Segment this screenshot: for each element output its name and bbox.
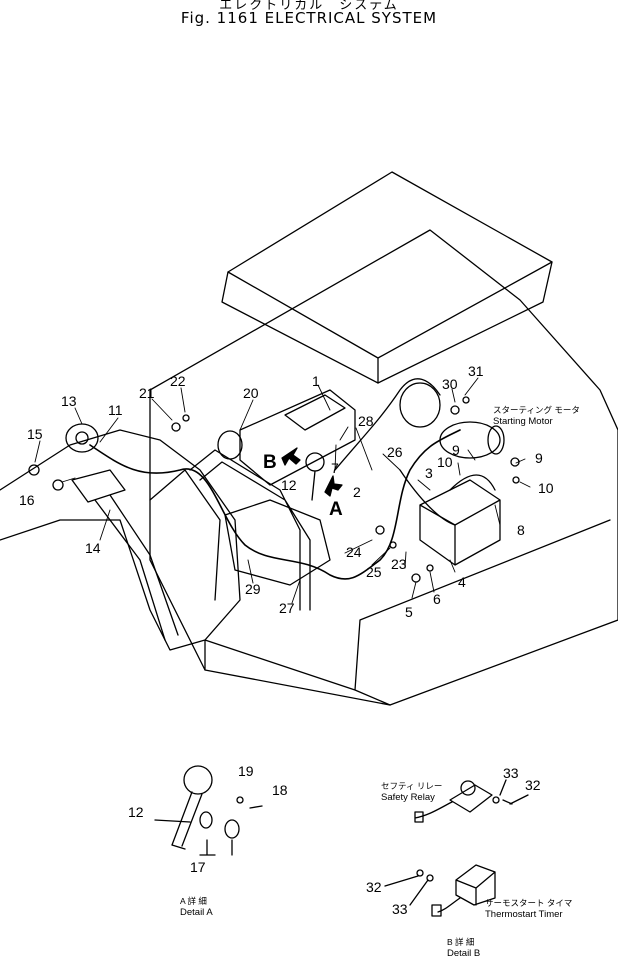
- wire-harness: [89, 429, 461, 580]
- view-marker-a: A: [329, 499, 343, 520]
- detail-b-thermostart-timer-drawing: [384, 864, 496, 917]
- callout-21: 21: [139, 385, 155, 401]
- callout-28: 28: [358, 413, 374, 429]
- callout-11: 11: [108, 402, 123, 418]
- callout-31: 31: [468, 363, 484, 379]
- callout-4: 4: [458, 574, 466, 590]
- machine-body-edge: [204, 519, 611, 706]
- boom-inner: [149, 469, 221, 601]
- callout-12-main: 12: [281, 477, 297, 493]
- starting-motor-icon: [439, 421, 501, 459]
- machine-body-outline: [149, 229, 618, 706]
- horn-center: [75, 431, 89, 445]
- callout-10-right: 10: [538, 480, 554, 496]
- switch-lever: [311, 470, 316, 501]
- callout-2: 2: [353, 484, 361, 500]
- washer-6: [426, 564, 434, 572]
- label-detail-b-jp: B 詳 細: [447, 937, 474, 947]
- engine-hood-lip: [227, 261, 553, 384]
- label-detail-a: Detail A: [180, 907, 213, 918]
- callout-32-relay: 32: [525, 777, 541, 793]
- callout-22: 22: [170, 373, 186, 389]
- callout-12-detail: 12: [128, 804, 144, 820]
- callout-6: 6: [433, 591, 441, 607]
- callout-15: 15: [27, 426, 43, 442]
- callout-33-timer: 33: [392, 901, 408, 917]
- arrow-a: [324, 475, 343, 497]
- label-safety-relay-jp: セフティ リレー: [381, 781, 442, 791]
- callout-20: 20: [243, 385, 259, 401]
- label-safety-relay: Safety Relay: [381, 792, 435, 803]
- label-detail-a-jp: A 詳 細: [180, 896, 207, 906]
- callout-13: 13: [61, 393, 77, 409]
- washer-31: [462, 396, 470, 404]
- callout-27: 27: [279, 600, 295, 616]
- callout-9-motor: 9: [452, 442, 460, 458]
- detail-b-safety-relay-drawing: [414, 779, 529, 823]
- detail-a-drawing: [154, 765, 263, 856]
- figure-title: Fig. 1161 ELECTRICAL SYSTEM: [180, 9, 438, 27]
- starting-motor-end: [487, 425, 505, 455]
- callout-16: 16: [19, 492, 35, 508]
- engine-block: [239, 389, 356, 486]
- callout-25: 25: [366, 564, 382, 580]
- callout-1: 1: [312, 373, 320, 389]
- washer-10: [512, 476, 520, 484]
- bolt-5: [411, 573, 421, 583]
- callout-30: 30: [442, 376, 458, 392]
- washer-25: [389, 541, 397, 549]
- callout-17: 17: [190, 859, 206, 875]
- bolt-24: [375, 525, 385, 535]
- nut-15: [28, 464, 40, 476]
- callout-24: 24: [346, 544, 362, 560]
- callout-26: 26: [387, 444, 403, 460]
- label-thermostart-timer: Thermostart Timer: [485, 909, 563, 920]
- callout-29: 29: [245, 581, 261, 597]
- frame-tubes: [189, 449, 311, 611]
- callout-33-relay: 33: [503, 765, 519, 781]
- callout-3: 3: [425, 465, 433, 481]
- callout-19: 19: [238, 763, 254, 779]
- callout-14: 14: [85, 540, 101, 556]
- battery-box: [419, 479, 501, 566]
- boom-outline: [0, 429, 241, 651]
- bracket-icon: [71, 469, 126, 503]
- callout-9-right: 9: [535, 450, 543, 466]
- leader-lines: [34, 377, 531, 604]
- bolt-21: [171, 422, 181, 432]
- callout-10-motor: 10: [437, 454, 453, 470]
- arrow-b: [281, 447, 301, 466]
- engine-hood: [221, 171, 553, 384]
- alternator-icon: [399, 382, 441, 428]
- washer-22: [182, 414, 190, 422]
- callout-32-timer: 32: [366, 879, 382, 895]
- bolt-30: [450, 405, 460, 415]
- wire-harness-branch: [334, 378, 496, 526]
- view-marker-b: B: [263, 452, 277, 473]
- boom-cylinder: [94, 494, 179, 641]
- lower-frame: [224, 499, 331, 586]
- callout-7: 7: [331, 460, 339, 476]
- relay-icon: [217, 430, 243, 460]
- label-detail-b: Detail B: [447, 948, 480, 959]
- callout-5: 5: [405, 604, 413, 620]
- callout-18: 18: [272, 782, 288, 798]
- callout-23: 23: [391, 556, 407, 572]
- label-starting-motor: Starting Motor: [493, 416, 553, 427]
- fuse-box: [284, 394, 346, 431]
- switch-knob: [305, 452, 325, 472]
- label-starting-motor-jp: スターティング モータ: [493, 405, 580, 415]
- label-thermostart-timer-jp: サーモスタート タイマ: [485, 898, 572, 908]
- callout-8: 8: [517, 522, 525, 538]
- washer-16: [52, 479, 64, 491]
- title-japanese: エレクトリカル システム: [219, 0, 399, 12]
